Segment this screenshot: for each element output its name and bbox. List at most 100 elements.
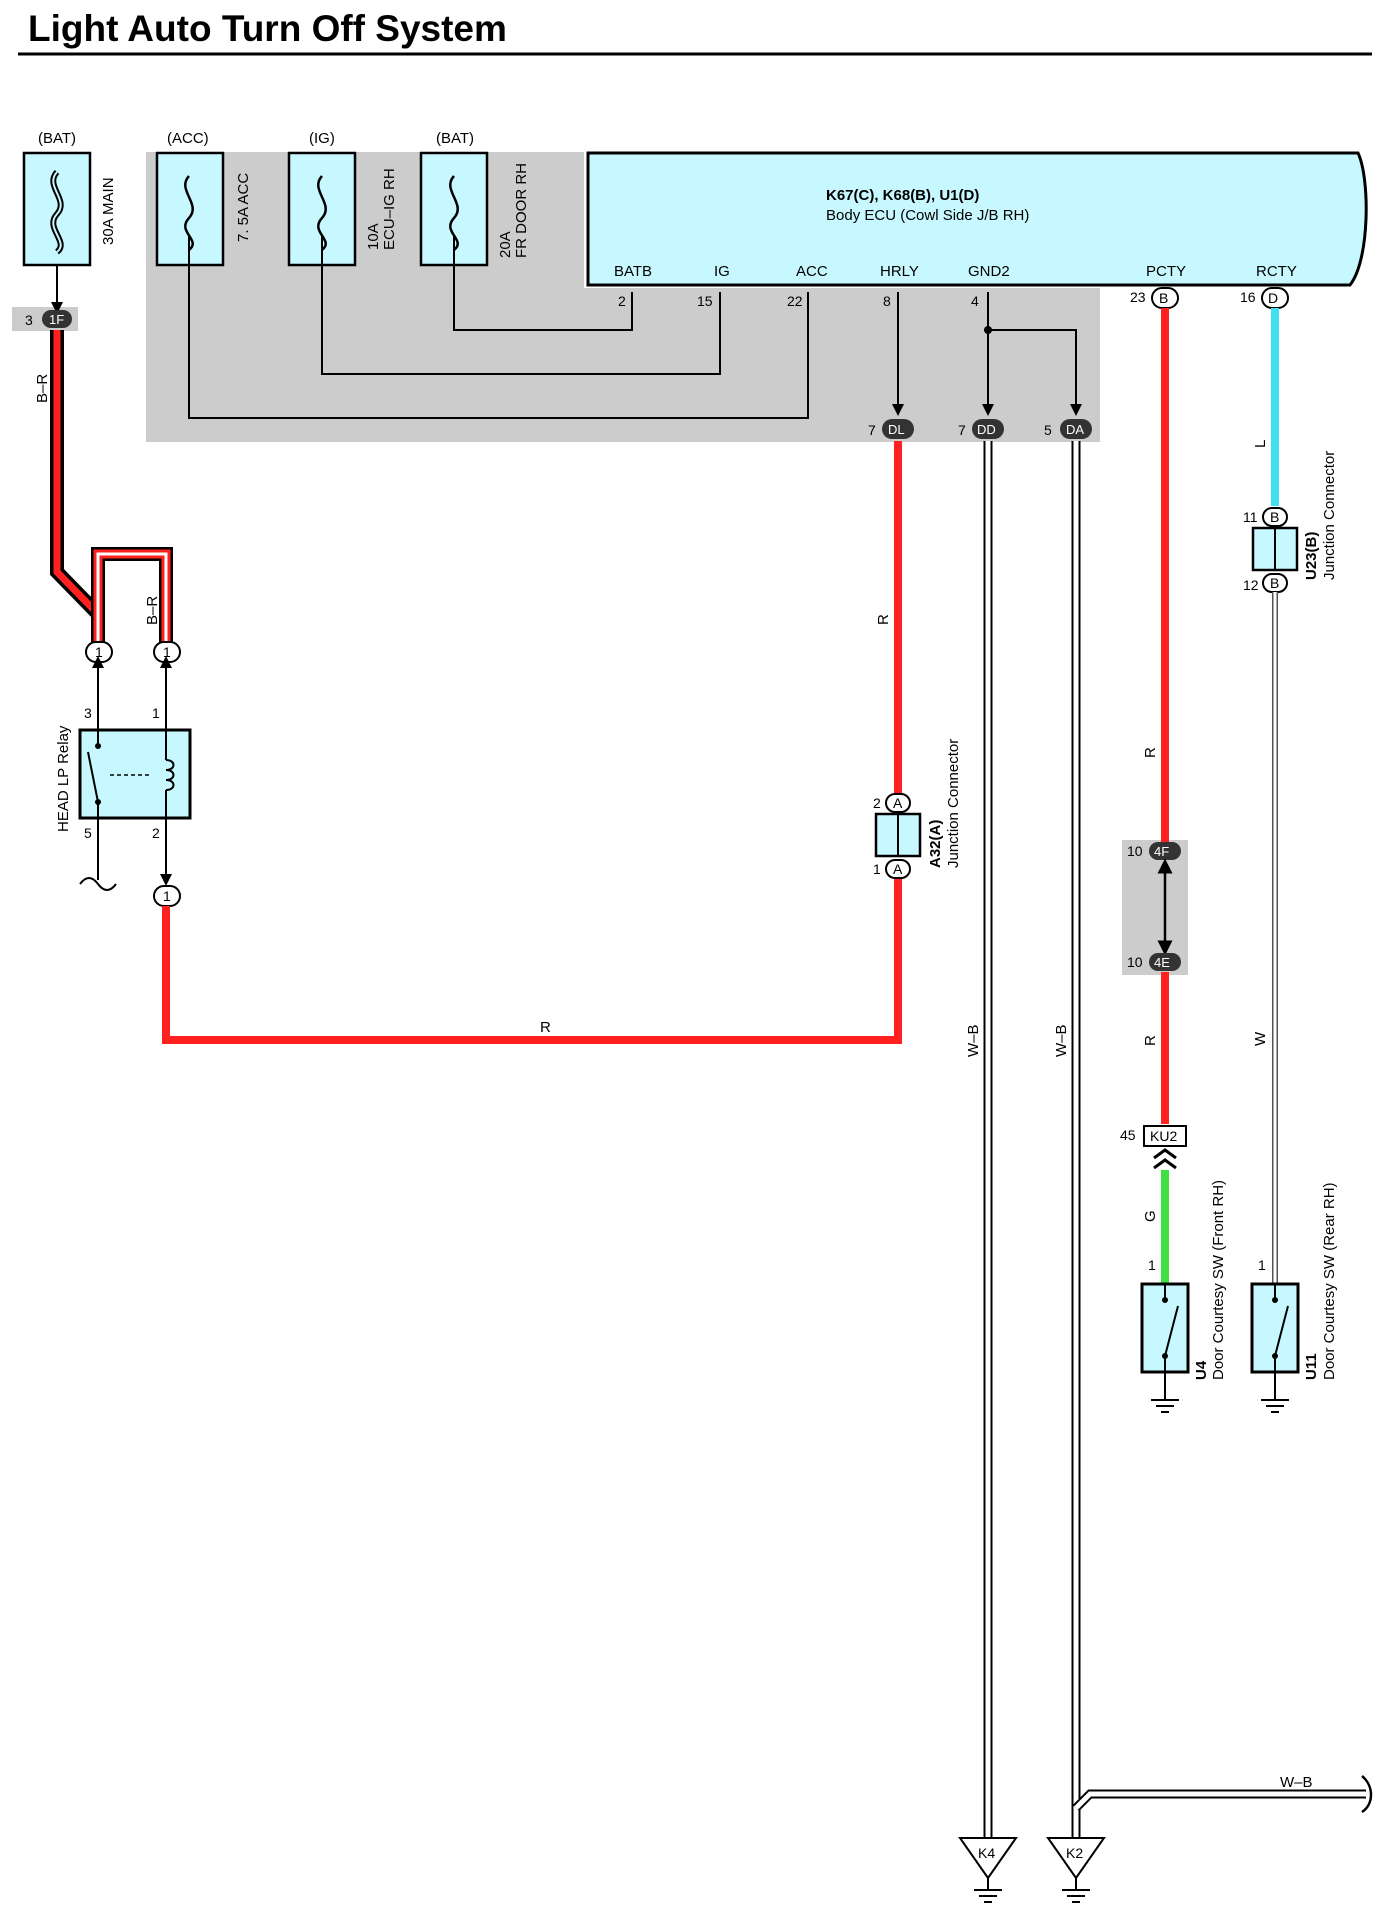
- wire-b-r: [50, 330, 173, 642]
- pin-number: 15: [697, 293, 713, 309]
- wire-color-label: W: [1252, 1031, 1269, 1046]
- ecu-terminal-batb: BATB: [614, 263, 652, 280]
- door-courtesy-switch-front-rh: 1 U4 Door Courtesy SW (Front RH): [1140, 1180, 1227, 1413]
- ground-code: K4: [978, 1845, 995, 1861]
- ecu-description: Body ECU (Cowl Side J/B RH): [826, 207, 1029, 224]
- connector-code: B: [1159, 290, 1168, 306]
- ecu-terminal-hrly: HRLY: [880, 263, 919, 280]
- pin-number: 1: [1148, 1257, 1156, 1273]
- connector-DA: [1060, 419, 1092, 439]
- wire-red-relay-return: [162, 878, 902, 1044]
- connector-code: 1F: [49, 312, 64, 327]
- pin-number: 3: [25, 312, 33, 328]
- wire-w-b-ground: [983, 441, 1373, 1838]
- junction-block-shade: [146, 152, 1100, 442]
- connector-4E: [1149, 953, 1181, 971]
- pin-number: 12: [1243, 577, 1259, 593]
- junction-code: U23(B): [1303, 532, 1320, 580]
- switch-code: U4: [1193, 1360, 1210, 1380]
- fuse-rating-label: 30A MAIN: [100, 177, 117, 245]
- pin-number: 16: [1240, 289, 1256, 305]
- pin-number: 1: [1258, 1257, 1266, 1273]
- wire-color-label: B–R: [144, 596, 161, 625]
- fuse-20a-fr-door-rh: (BAT) 20A FR DOOR RH: [419, 130, 530, 267]
- connector-arrow-mark: [1153, 1148, 1177, 1170]
- ecu-connector-codes: K67(C), K68(B), U1(D): [826, 187, 979, 204]
- connector-code: A: [893, 861, 903, 877]
- ecu-terminal-pcty: PCTY: [1146, 263, 1186, 280]
- wire-color-label: G: [1142, 1210, 1159, 1222]
- connector-code: DD: [977, 422, 996, 437]
- pin-number: 11: [1243, 509, 1258, 525]
- connector-code: DL: [888, 422, 905, 437]
- connector-code: DA: [1066, 422, 1084, 437]
- ground-point-k4: K4: [958, 1837, 1018, 1903]
- wire-color-label: R: [1142, 747, 1159, 758]
- connector-4F-4E-shade: [1122, 840, 1188, 975]
- fuse-rating-label: 10A: [365, 223, 382, 250]
- door-courtesy-switch-rear-rh: 1 U11 Door Courtesy SW (Rear RH): [1250, 1182, 1338, 1413]
- fuse-name-label: FR DOOR RH: [513, 163, 530, 258]
- connector-code: B: [1270, 575, 1279, 591]
- relay-label: HEAD LP Relay: [55, 725, 72, 832]
- junction-connector-u23: 11 B 12 B U23(B) Junction Connector: [1243, 451, 1338, 593]
- pin-number: 10: [1127, 954, 1143, 970]
- pin-number: 2: [618, 293, 626, 309]
- junction-desc: Junction Connector: [945, 739, 962, 868]
- pin-number: 2: [873, 795, 881, 811]
- wire-color-label: R: [1142, 1035, 1159, 1046]
- connector-4F: [1149, 842, 1181, 860]
- wire-color-label: L: [1252, 440, 1269, 448]
- switch-code: U11: [1303, 1353, 1320, 1380]
- junction-desc: Junction Connector: [1321, 451, 1338, 580]
- pin-number: 45: [1120, 1127, 1136, 1143]
- ecu-terminal-gnd2: GND2: [968, 263, 1010, 280]
- connector-DD: [972, 419, 1004, 439]
- pin-number: 5: [84, 825, 92, 841]
- pin-number: 8: [883, 293, 891, 309]
- fuse-name-label: ECU–IG RH: [381, 168, 398, 250]
- body-ecu: K67(C), K68(B), U1(D) Body ECU (Cowl Sid…: [586, 151, 1368, 287]
- pin-number: 3: [84, 705, 92, 721]
- ecu-terminal-ig: IG: [714, 263, 730, 280]
- junction-code: A32(A): [927, 820, 944, 868]
- pin-number: 7: [868, 422, 876, 438]
- pin-number: 2: [152, 825, 160, 841]
- wire-color-label: R: [540, 1019, 551, 1036]
- connector-code: D: [1268, 290, 1278, 306]
- junction-block-wires: [188, 235, 1082, 419]
- junction-connector-a32: 2 A 1 A A32(A) Junction Connector: [873, 739, 962, 879]
- switch-desc: Door Courtesy SW (Rear RH): [1321, 1182, 1338, 1380]
- pin-number: 4: [971, 293, 979, 309]
- wire-color-label: W–B: [965, 1024, 982, 1057]
- splice-point: [984, 326, 992, 334]
- ecu-terminal-rcty: RCTY: [1256, 263, 1297, 280]
- wire-color-label: W–B: [1053, 1024, 1070, 1057]
- page-title: Light Auto Turn Off System: [28, 8, 507, 49]
- head-lp-relay: [78, 728, 192, 820]
- connector-DL: [882, 419, 914, 439]
- connector-code: KU2: [1150, 1128, 1177, 1144]
- connector-code: 4F: [1154, 844, 1169, 859]
- connector-code: B: [1270, 509, 1279, 525]
- pin-number: 5: [1044, 422, 1052, 438]
- connector-1F: [42, 310, 72, 328]
- fuse-source-label: (IG): [309, 130, 335, 147]
- pin-number: 7: [958, 422, 966, 438]
- pin-number: 1: [152, 705, 160, 721]
- connector-code: 1: [95, 644, 103, 660]
- pin-number: 22: [787, 293, 803, 309]
- fuse-30a-main: (BAT) 30A MAIN: [22, 130, 117, 267]
- connector-code: 1: [163, 644, 171, 660]
- pin-number: 10: [1127, 843, 1143, 859]
- wire-break-symbol: [79, 877, 117, 891]
- switch-desc: Door Courtesy SW (Front RH): [1210, 1180, 1227, 1380]
- pin-number: 1: [873, 861, 881, 877]
- fuse-10a-ecu-ig-rh: (IG) 10A ECU–IG RH: [287, 130, 398, 267]
- ground-code: K2: [1066, 1845, 1083, 1861]
- connector-code: 4E: [1154, 955, 1170, 970]
- pin-number: 23: [1130, 289, 1146, 305]
- wire-color-label: B–R: [34, 374, 51, 403]
- ecu-terminal-acc: ACC: [796, 263, 828, 280]
